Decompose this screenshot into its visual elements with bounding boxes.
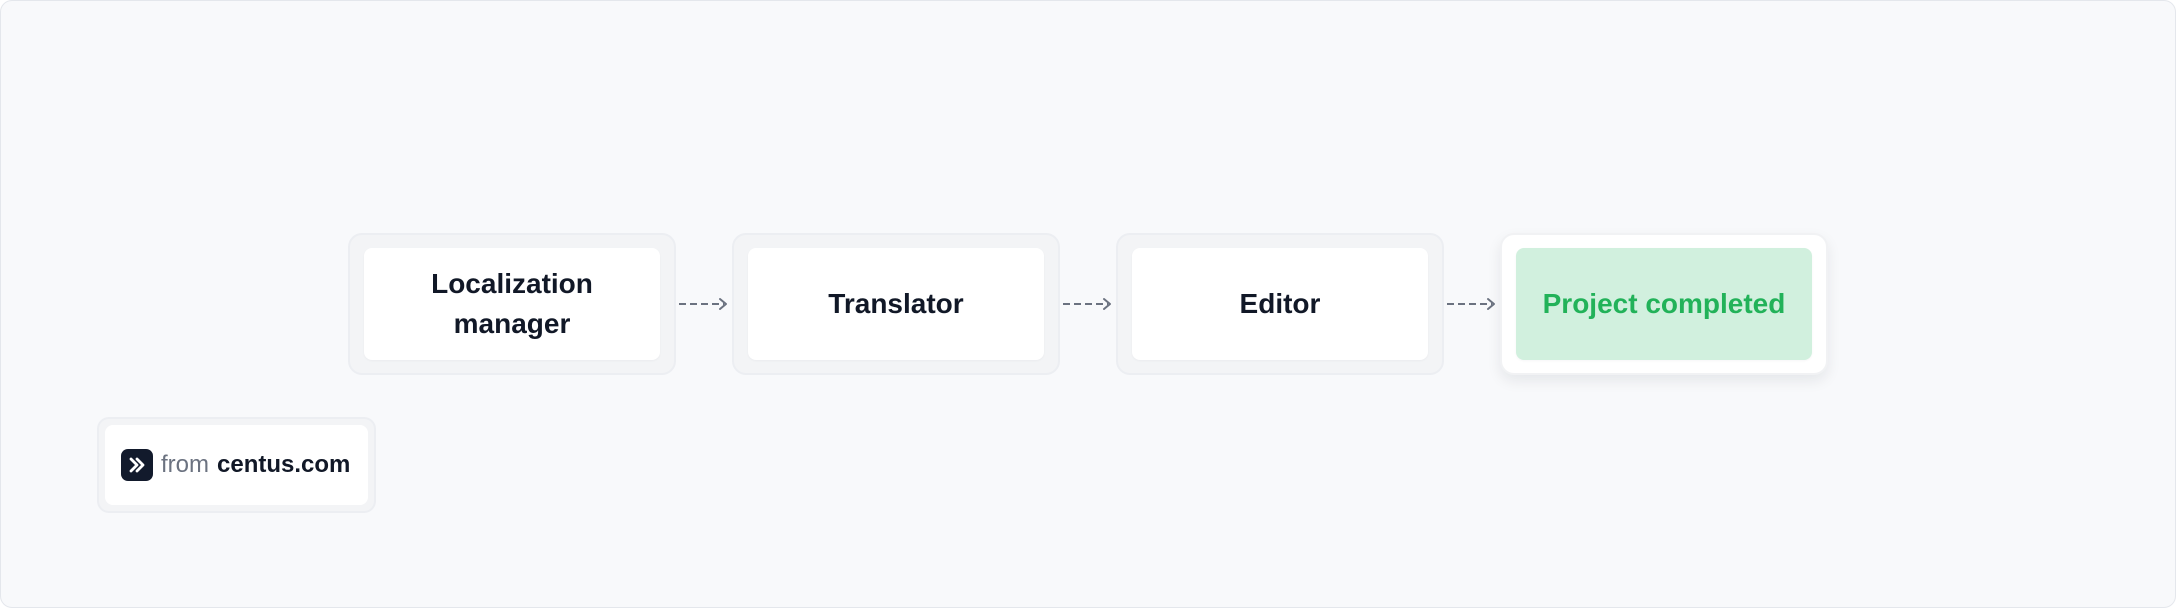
step-editor: Editor: [1116, 233, 1444, 375]
step-label: Project completed: [1516, 248, 1812, 360]
attribution-domain: centus.com: [217, 451, 351, 478]
step-project-completed: Project completed: [1500, 233, 1828, 375]
step-label: Translator: [748, 248, 1044, 360]
arrow-right-icon: [676, 294, 732, 314]
attribution-link[interactable]: from centus.com: [105, 425, 369, 505]
step-label: Editor: [1132, 248, 1428, 360]
arrow-right-icon: [1444, 294, 1500, 314]
step-translator: Translator: [732, 233, 1060, 375]
centus-logo-icon: [121, 449, 153, 481]
attribution-prefix: from: [161, 451, 209, 478]
step-label: Localization manager: [364, 248, 660, 360]
step-localization-manager: Localization manager: [348, 233, 676, 375]
arrow-right-icon: [1060, 294, 1116, 314]
workflow: Localization manager Translator Editor: [348, 233, 1828, 375]
attribution-badge[interactable]: from centus.com: [97, 417, 377, 513]
